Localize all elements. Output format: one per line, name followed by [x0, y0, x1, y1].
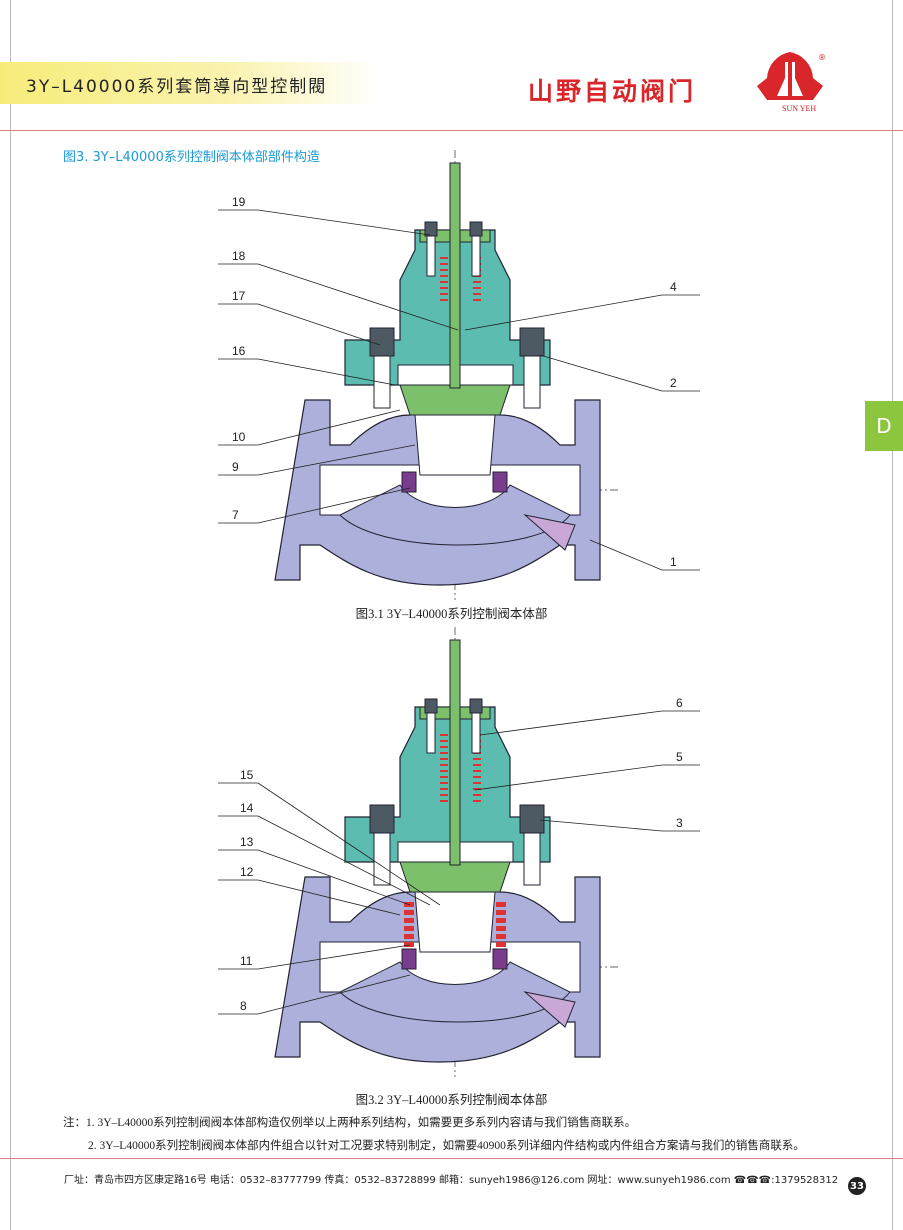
bolt-nut: [519, 804, 545, 834]
leader-line: [257, 879, 401, 916]
cage-window: [496, 910, 506, 915]
body-cavity: [523, 514, 576, 551]
plug: [414, 414, 496, 476]
leader-line: [257, 444, 416, 476]
page-title: 3Y–L40000系列套筒導向型控制閥: [26, 77, 328, 97]
cage-window: [404, 942, 414, 947]
leader-line: [539, 819, 663, 832]
registered-mark: ®: [818, 53, 826, 62]
gland-nut: [469, 221, 483, 237]
plug: [414, 891, 496, 953]
seat-ring: [492, 471, 508, 493]
bolt-stud: [373, 355, 391, 409]
callout-4: 4: [670, 280, 677, 294]
leader-line: [257, 358, 396, 386]
leader-line: [589, 539, 663, 571]
leader-line: [257, 815, 431, 906]
gland-nut: [424, 698, 438, 714]
bolt-stud: [523, 832, 541, 886]
leader-line: [257, 409, 401, 446]
logo-text: SUN YEH: [782, 104, 817, 113]
leader-line: [257, 487, 411, 524]
cage-window: [404, 926, 414, 931]
bolt-nut: [519, 327, 545, 357]
bolt-stud: [373, 832, 391, 886]
cage: [399, 384, 511, 416]
seat-ring: [401, 948, 417, 970]
cage-window: [404, 934, 414, 939]
bolt-stud: [523, 355, 541, 409]
page-number: 33: [848, 1177, 866, 1195]
cage-window: [404, 910, 414, 915]
section-tab[interactable]: D: [865, 401, 903, 451]
body-partition: [339, 961, 571, 1023]
figure1-caption: 图3.1 3Y–L40000系列控制阀本体部: [355, 607, 548, 621]
callout-13: 13: [240, 835, 254, 849]
callout-18: 18: [232, 249, 246, 263]
callout-11: 11: [240, 954, 253, 968]
page-frame-left: [10, 0, 11, 1230]
callout-14: 14: [240, 801, 254, 815]
leader-line: [257, 849, 411, 906]
leader-line: [464, 294, 663, 331]
callout-7: 7: [232, 508, 239, 522]
leader-line: [257, 944, 411, 970]
body-cavity: [523, 991, 576, 1028]
gland-stud: [471, 712, 481, 754]
leader-line: [257, 209, 431, 236]
leader-line: [257, 263, 459, 331]
cage-window: [496, 934, 506, 939]
callout-2: 2: [670, 376, 677, 390]
callout-5: 5: [676, 750, 683, 764]
callout-1: 1: [670, 555, 677, 569]
callout-12: 12: [240, 865, 254, 879]
gland-stud: [426, 712, 436, 754]
page-frame-right: [892, 0, 893, 1230]
valve-stem: [449, 639, 461, 866]
callout-9: 9: [232, 460, 239, 474]
leader-line: [539, 354, 663, 392]
figure-title: 图3. 3Y–L40000系列控制阀本体部部件构造: [63, 150, 320, 165]
cage-window: [496, 918, 506, 923]
leader-line: [479, 710, 663, 736]
cage-window: [404, 918, 414, 923]
note-2: 2. 3Y–L40000系列控制阀阀本体部内件组合以针对工况要求特别制定，如需要…: [88, 1140, 805, 1152]
header-band: [0, 62, 380, 104]
callout-10: 10: [232, 430, 246, 444]
brand-logo-icon: [757, 52, 823, 100]
bolt-nut: [369, 327, 395, 357]
callout-15: 15: [240, 768, 254, 782]
seat-ring: [492, 948, 508, 970]
bonnet: [344, 229, 551, 386]
cage-window: [496, 926, 506, 931]
bonnet: [344, 706, 551, 863]
footer-divider: [0, 1158, 903, 1159]
cage-window: [496, 902, 506, 907]
body-partition: [339, 484, 571, 546]
cage-window: [496, 942, 506, 947]
gland-stud: [426, 235, 436, 277]
note-1: 注：1. 3Y–L40000系列控制阀阀本体部构造仅例举以上两种系列结构，如需要…: [63, 1117, 637, 1129]
figure2-caption: 图3.2 3Y–L40000系列控制阀本体部: [355, 1093, 548, 1107]
leader-line: [474, 764, 663, 791]
brand-name: 山野自动阀门: [528, 77, 697, 106]
cage: [399, 861, 511, 893]
callout-3: 3: [676, 816, 683, 830]
footer-contact: 厂址：青岛市四方区康定路16号 电话：0532–83777799 传真：0532…: [64, 1175, 839, 1186]
header-divider: [0, 130, 903, 131]
callout-8: 8: [240, 999, 247, 1013]
valve-stem: [449, 162, 461, 389]
callout-6: 6: [676, 696, 683, 710]
callout-17: 17: [232, 289, 246, 303]
gland-stud: [471, 235, 481, 277]
gland-nut: [469, 698, 483, 714]
callout-19: 19: [232, 195, 246, 209]
callout-16: 16: [232, 344, 246, 358]
bolt-nut: [369, 804, 395, 834]
gland-nut: [424, 221, 438, 237]
leader-line: [257, 303, 381, 346]
leader-line: [257, 974, 411, 1015]
seat-ring: [401, 471, 417, 493]
leader-line: [257, 782, 441, 906]
